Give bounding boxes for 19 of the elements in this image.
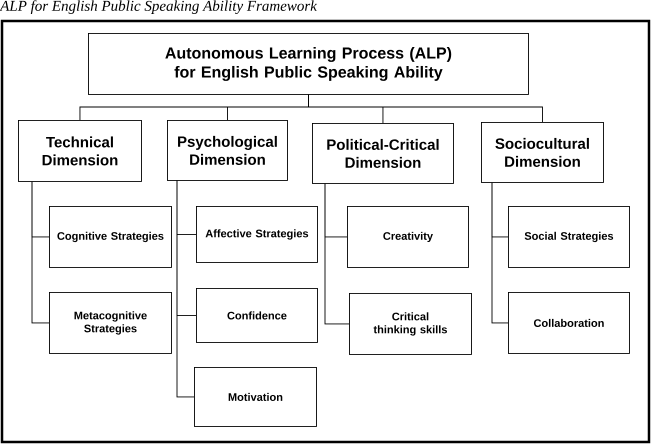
strategy-box: Affective Strategies xyxy=(196,206,318,263)
strategy-box: Cognitive Strategies xyxy=(49,206,172,268)
strategy-box: Confidence xyxy=(196,288,318,343)
dimension-box: Political-Critical Dimension xyxy=(312,123,454,184)
strategy-box: Collaboration xyxy=(508,292,630,354)
dimension-box: Technical Dimension xyxy=(18,120,142,182)
connector-line xyxy=(176,180,194,398)
strategy-box: Creativity xyxy=(347,206,469,268)
strategy-box: Critical thinking skills xyxy=(349,293,472,355)
strategy-box: Motivation xyxy=(194,366,317,427)
strategy-box: Social Strategies xyxy=(508,206,630,268)
connector-line xyxy=(324,183,350,324)
connector-line xyxy=(308,94,543,122)
dimension-box: Psychological Dimension xyxy=(167,120,288,181)
connector-line xyxy=(492,182,508,324)
strategy-box: Metacognitive Strategies xyxy=(49,292,172,354)
connector-line xyxy=(32,181,50,324)
dimension-box: Sociocultural Dimension xyxy=(481,122,604,183)
title-box: Autonomous Learning Process (ALP) for English Public Speaking Ability xyxy=(88,33,529,95)
